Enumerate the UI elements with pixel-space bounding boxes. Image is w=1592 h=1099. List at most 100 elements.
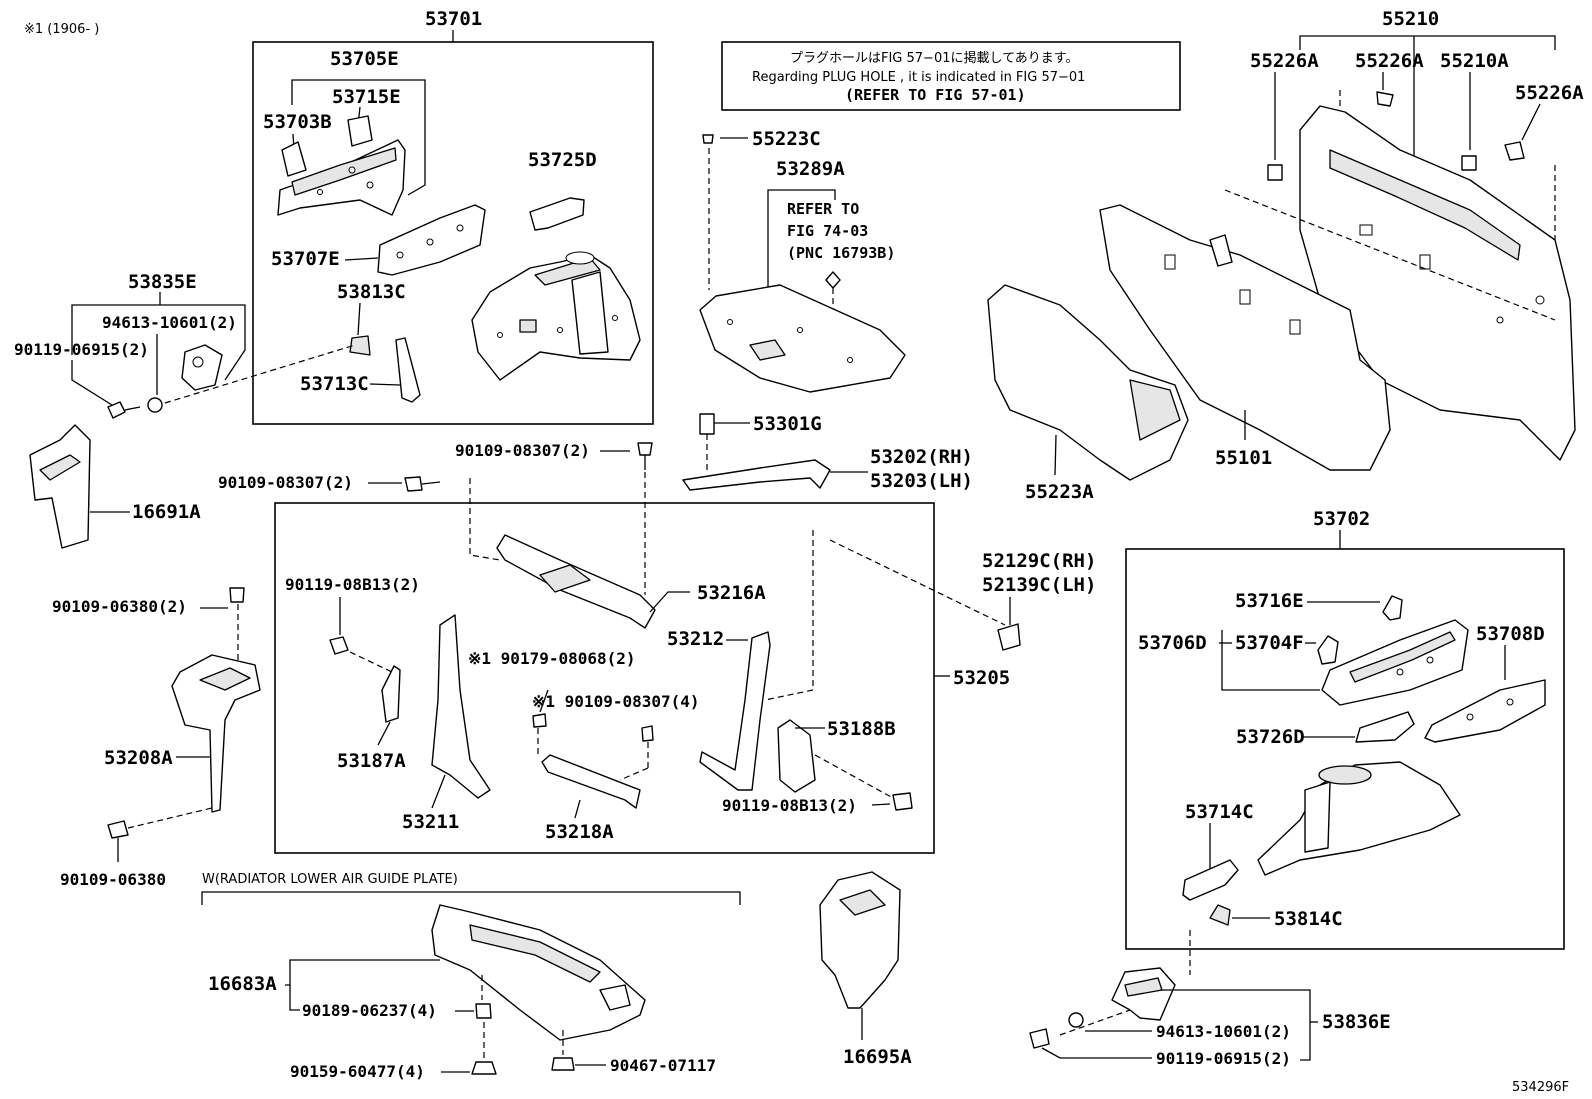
label-53218A[interactable]: 53218A — [545, 821, 614, 843]
notice-line1: プラグホールはFIG 57−01に掲載してあります。 — [790, 50, 1078, 66]
label-90119-top[interactable]: 90119-06915(2) — [14, 340, 149, 359]
label-53813C[interactable]: 53813C — [337, 281, 406, 303]
bolt-90119-08B13-b — [892, 792, 913, 811]
label-53211[interactable]: 53211 — [402, 811, 459, 833]
group-53836E: 53836E 94613-10601(2) 90119-06915(2) — [1029, 967, 1391, 1068]
label-55210[interactable]: 55210 — [1382, 8, 1439, 30]
header-note: ※1 (1906- ) — [24, 22, 99, 37]
label-16695A[interactable]: 16695A — [843, 1046, 912, 1068]
group-53202: 53202(RH) 53203(LH) — [682, 446, 973, 492]
duct-16695A — [819, 871, 901, 1009]
plate-16683A — [431, 904, 646, 1041]
label-53835E[interactable]: 53835E — [128, 271, 197, 293]
drawing-code: 534296F — [1512, 1080, 1569, 1095]
group-53205-box — [274, 502, 935, 854]
label-53814C[interactable]: 53814C — [1274, 908, 1343, 930]
label-90119-bot[interactable]: 90119-06915(2) — [1156, 1049, 1291, 1068]
label-90467[interactable]: 90467-07117 — [610, 1056, 716, 1075]
label-53703B[interactable]: 53703B — [263, 111, 332, 133]
label-90179[interactable]: ※1 90179-08068(2) — [468, 649, 636, 668]
label-53212[interactable]: 53212 — [667, 628, 724, 650]
reinforce-53713C — [395, 337, 421, 403]
label-53704F[interactable]: 53704F — [1235, 632, 1304, 654]
bracket-53704F — [1317, 635, 1339, 665]
label-53205[interactable]: 53205 — [953, 667, 1010, 689]
bracket-53725D — [529, 197, 585, 231]
label-16691A[interactable]: 16691A — [132, 501, 201, 523]
clip-90159 — [471, 1061, 497, 1075]
label-53301G[interactable]: 53301G — [753, 413, 822, 435]
label-94613-top[interactable]: 94613-10601(2) — [102, 313, 237, 332]
group-53289A: 55223C 53289A REFER TO FIG 74-03 (PNC 16… — [699, 128, 906, 393]
lower-guide-note: W(RADIATOR LOWER AIR GUIDE PLATE) — [202, 872, 458, 887]
support-53212 — [699, 631, 771, 791]
label-90109-06380-2[interactable]: 90109-06380(2) — [52, 597, 187, 616]
label-53202[interactable]: 53202(RH) — [870, 446, 973, 468]
label-53188B[interactable]: 53188B — [827, 718, 896, 740]
cover-53289A — [699, 284, 906, 393]
label-53707E[interactable]: 53707E — [271, 248, 340, 270]
label-53713C[interactable]: 53713C — [300, 373, 369, 395]
clip-55226A-1 — [1267, 164, 1283, 181]
label-55101[interactable]: 55101 — [1215, 447, 1272, 469]
label-53289A[interactable]: 53289A — [776, 158, 845, 180]
label-53836E[interactable]: 53836E — [1322, 1011, 1391, 1033]
label-90109-mid-b[interactable]: 90109-08307(2) — [218, 473, 353, 492]
label-52129C[interactable]: 52129C(RH) — [982, 550, 1096, 572]
label-90109-mid-a[interactable]: 90109-08307(2) — [455, 441, 590, 460]
label-53208A[interactable]: 53208A — [104, 747, 173, 769]
cushion-53301G — [699, 413, 715, 435]
bracket-53188B — [777, 719, 816, 793]
clip-55226A-3 — [1504, 141, 1525, 161]
label-53708D[interactable]: 53708D — [1476, 623, 1545, 645]
apron-main-part — [471, 251, 641, 381]
label-53725D[interactable]: 53725D — [528, 149, 597, 171]
label-55226A-3[interactable]: 55226A — [1515, 82, 1584, 104]
bolt-90119-08B13-a — [329, 636, 349, 655]
label-16683A[interactable]: 16683A — [208, 973, 277, 995]
label-90119-08B13-a[interactable]: 90119-08B13(2) — [285, 575, 420, 594]
group-52129C: 52129C(RH) 52139C(LH) — [982, 550, 1096, 651]
group-16695A: 16695A — [819, 871, 912, 1068]
group-55210: 55210 55226A 55226A 55210A 55226A 55101 — [987, 8, 1584, 503]
bracket-53726D — [1355, 711, 1415, 743]
label-53216A[interactable]: 53216A — [697, 582, 766, 604]
label-53702[interactable]: 53702 — [1313, 508, 1370, 530]
bolt-90109-06380-top — [229, 587, 245, 603]
label-53706D[interactable]: 53706D — [1138, 632, 1207, 654]
bracket-53814C — [1209, 904, 1231, 926]
label-55210A[interactable]: 55210A — [1440, 50, 1509, 72]
label-53715E[interactable]: 53715E — [332, 86, 401, 108]
bracket-53714C — [1182, 859, 1239, 901]
label-94613-bot[interactable]: 94613-10601(2) — [1156, 1022, 1291, 1041]
bracket-53187A — [381, 665, 401, 723]
group-53835E: 53835E 94613-10601(2) 90119-06915(2) — [14, 271, 356, 419]
refer-line3: (PNC 16793B) — [787, 244, 895, 262]
bracket-53835E — [181, 344, 223, 391]
label-52139C[interactable]: 52139C(LH) — [982, 574, 1096, 596]
bolt-90119-top — [107, 401, 126, 419]
label-55223A[interactable]: 55223A — [1025, 481, 1094, 503]
label-53716E[interactable]: 53716E — [1235, 590, 1304, 612]
label-90159[interactable]: 90159-60477(4) — [290, 1062, 425, 1081]
label-90119-08B13-b[interactable]: 90119-08B13(2) — [722, 796, 857, 815]
label-55226A-1[interactable]: 55226A — [1250, 50, 1319, 72]
label-53714C[interactable]: 53714C — [1185, 801, 1254, 823]
panel-53708D — [1424, 679, 1546, 743]
label-53705E[interactable]: 53705E — [330, 48, 399, 70]
label-90109-08307-4[interactable]: ※1 90109-08307(4) — [532, 692, 700, 711]
group-53301G: 53301G — [699, 413, 822, 470]
label-53701[interactable]: 53701 — [425, 8, 482, 30]
label-90109-06380[interactable]: 90109-06380 — [60, 870, 166, 889]
label-53187A[interactable]: 53187A — [337, 750, 406, 772]
label-55226A-2[interactable]: 55226A — [1355, 50, 1424, 72]
notice-line2: Regarding PLUG HOLE , it is indicated in… — [752, 70, 1085, 85]
label-53203[interactable]: 53203(LH) — [870, 470, 973, 492]
support-53202 — [682, 459, 831, 491]
label-53726D[interactable]: 53726D — [1236, 726, 1305, 748]
clip-90189 — [475, 1003, 492, 1019]
label-90189[interactable]: 90189-06237(4) — [302, 1001, 437, 1020]
label-55223C[interactable]: 55223C — [752, 128, 821, 150]
